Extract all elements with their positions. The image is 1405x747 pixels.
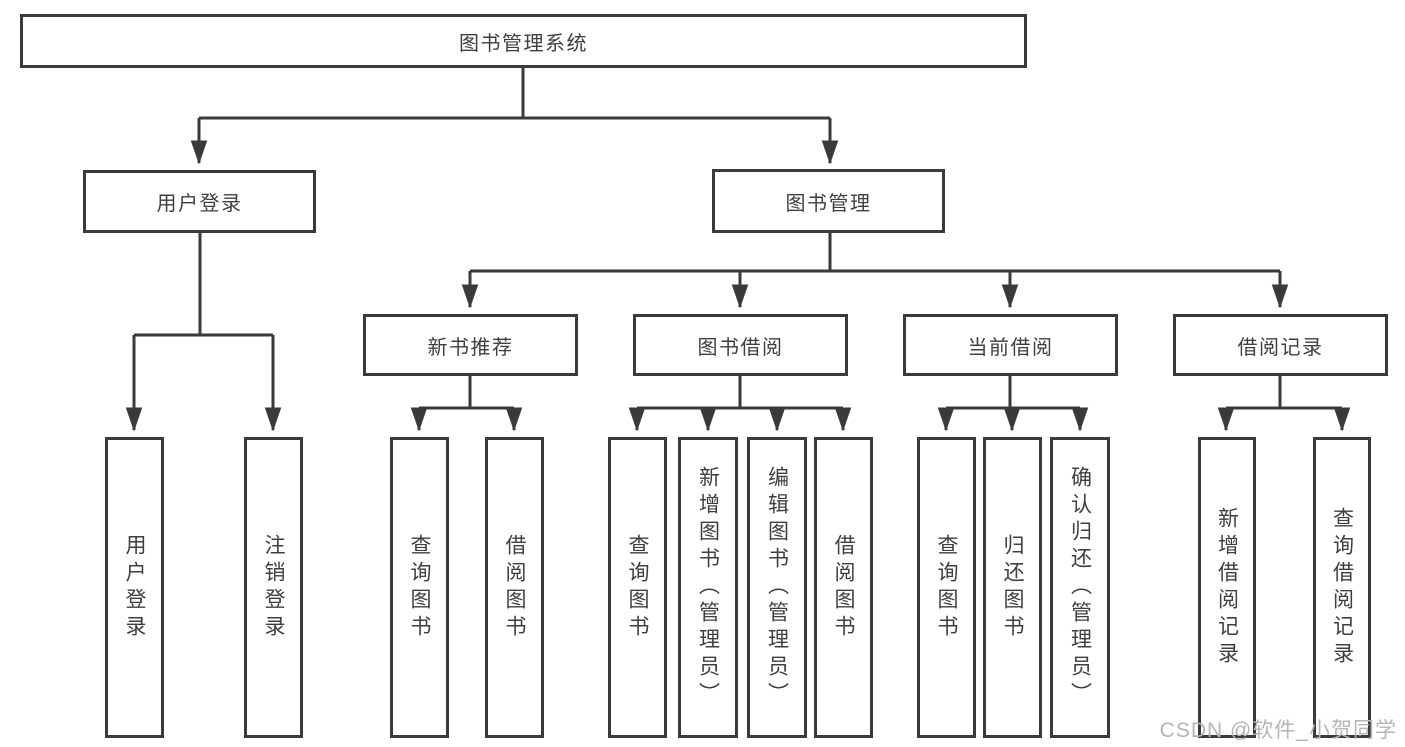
leaf-nb-query-books: 查询图书 bbox=[390, 437, 449, 738]
node-user-login: 用户登录 bbox=[83, 170, 316, 233]
leaf-bb-borrow-books-label: 借阅图书 bbox=[832, 533, 855, 642]
node-current-borrowing-label: 当前借阅 bbox=[967, 336, 1054, 359]
leaf-nb-query-books-label: 查询图书 bbox=[408, 533, 431, 642]
node-system-root-label: 图书管理系统 bbox=[459, 32, 588, 55]
node-current-borrowing: 当前借阅 bbox=[903, 314, 1118, 376]
node-system-root: 图书管理系统 bbox=[20, 14, 1027, 68]
node-new-book-recommend-label: 新书推荐 bbox=[427, 336, 514, 359]
node-book-management: 图书管理 bbox=[712, 169, 945, 233]
leaf-nb-borrow-books: 借阅图书 bbox=[485, 437, 544, 738]
leaf-cb-confirm-return-admin-label: 确认归还（管理员） bbox=[1068, 466, 1092, 709]
leaf-br-add-record-label: 新增借阅记录 bbox=[1215, 506, 1239, 669]
leaf-user-login: 用户登录 bbox=[105, 437, 164, 738]
leaf-logout-label: 注销登录 bbox=[262, 533, 285, 642]
leaf-bb-query-books-label: 查询图书 bbox=[626, 533, 649, 642]
leaf-cb-query-books: 查询图书 bbox=[917, 437, 976, 738]
leaf-nb-borrow-books-label: 借阅图书 bbox=[503, 533, 526, 642]
leaf-br-add-record: 新增借阅记录 bbox=[1198, 437, 1256, 738]
node-new-book-recommend: 新书推荐 bbox=[363, 314, 578, 376]
node-book-management-label: 图书管理 bbox=[785, 192, 872, 215]
leaf-cb-confirm-return-admin: 确认归还（管理员） bbox=[1050, 437, 1110, 738]
leaf-br-query-record: 查询借阅记录 bbox=[1313, 437, 1371, 738]
leaf-logout: 注销登录 bbox=[244, 437, 303, 738]
leaf-bb-edit-books-admin: 编辑图书（管理员） bbox=[747, 437, 807, 738]
leaf-bb-query-books: 查询图书 bbox=[608, 437, 667, 738]
leaf-bb-edit-books-admin-label: 编辑图书（管理员） bbox=[765, 466, 789, 709]
leaf-bb-add-books-admin-label: 新增图书（管理员） bbox=[696, 466, 720, 709]
leaf-bb-borrow-books: 借阅图书 bbox=[814, 437, 873, 738]
leaf-cb-return-books-label: 归还图书 bbox=[1001, 533, 1024, 642]
csdn-watermark: CSDN @软件_小贺同学 bbox=[1159, 719, 1397, 742]
node-book-borrowing: 图书借阅 bbox=[633, 314, 848, 376]
leaf-bb-add-books-admin: 新增图书（管理员） bbox=[678, 437, 738, 738]
leaf-cb-query-books-label: 查询图书 bbox=[935, 533, 958, 642]
node-borrow-records: 借阅记录 bbox=[1173, 314, 1388, 376]
leaf-user-login-label: 用户登录 bbox=[123, 533, 146, 642]
node-book-borrowing-label: 图书借阅 bbox=[697, 336, 784, 359]
node-borrow-records-label: 借阅记录 bbox=[1237, 336, 1324, 359]
leaf-br-query-record-label: 查询借阅记录 bbox=[1330, 506, 1354, 669]
leaf-cb-return-books: 归还图书 bbox=[983, 437, 1042, 738]
node-user-login-label: 用户登录 bbox=[156, 193, 243, 215]
